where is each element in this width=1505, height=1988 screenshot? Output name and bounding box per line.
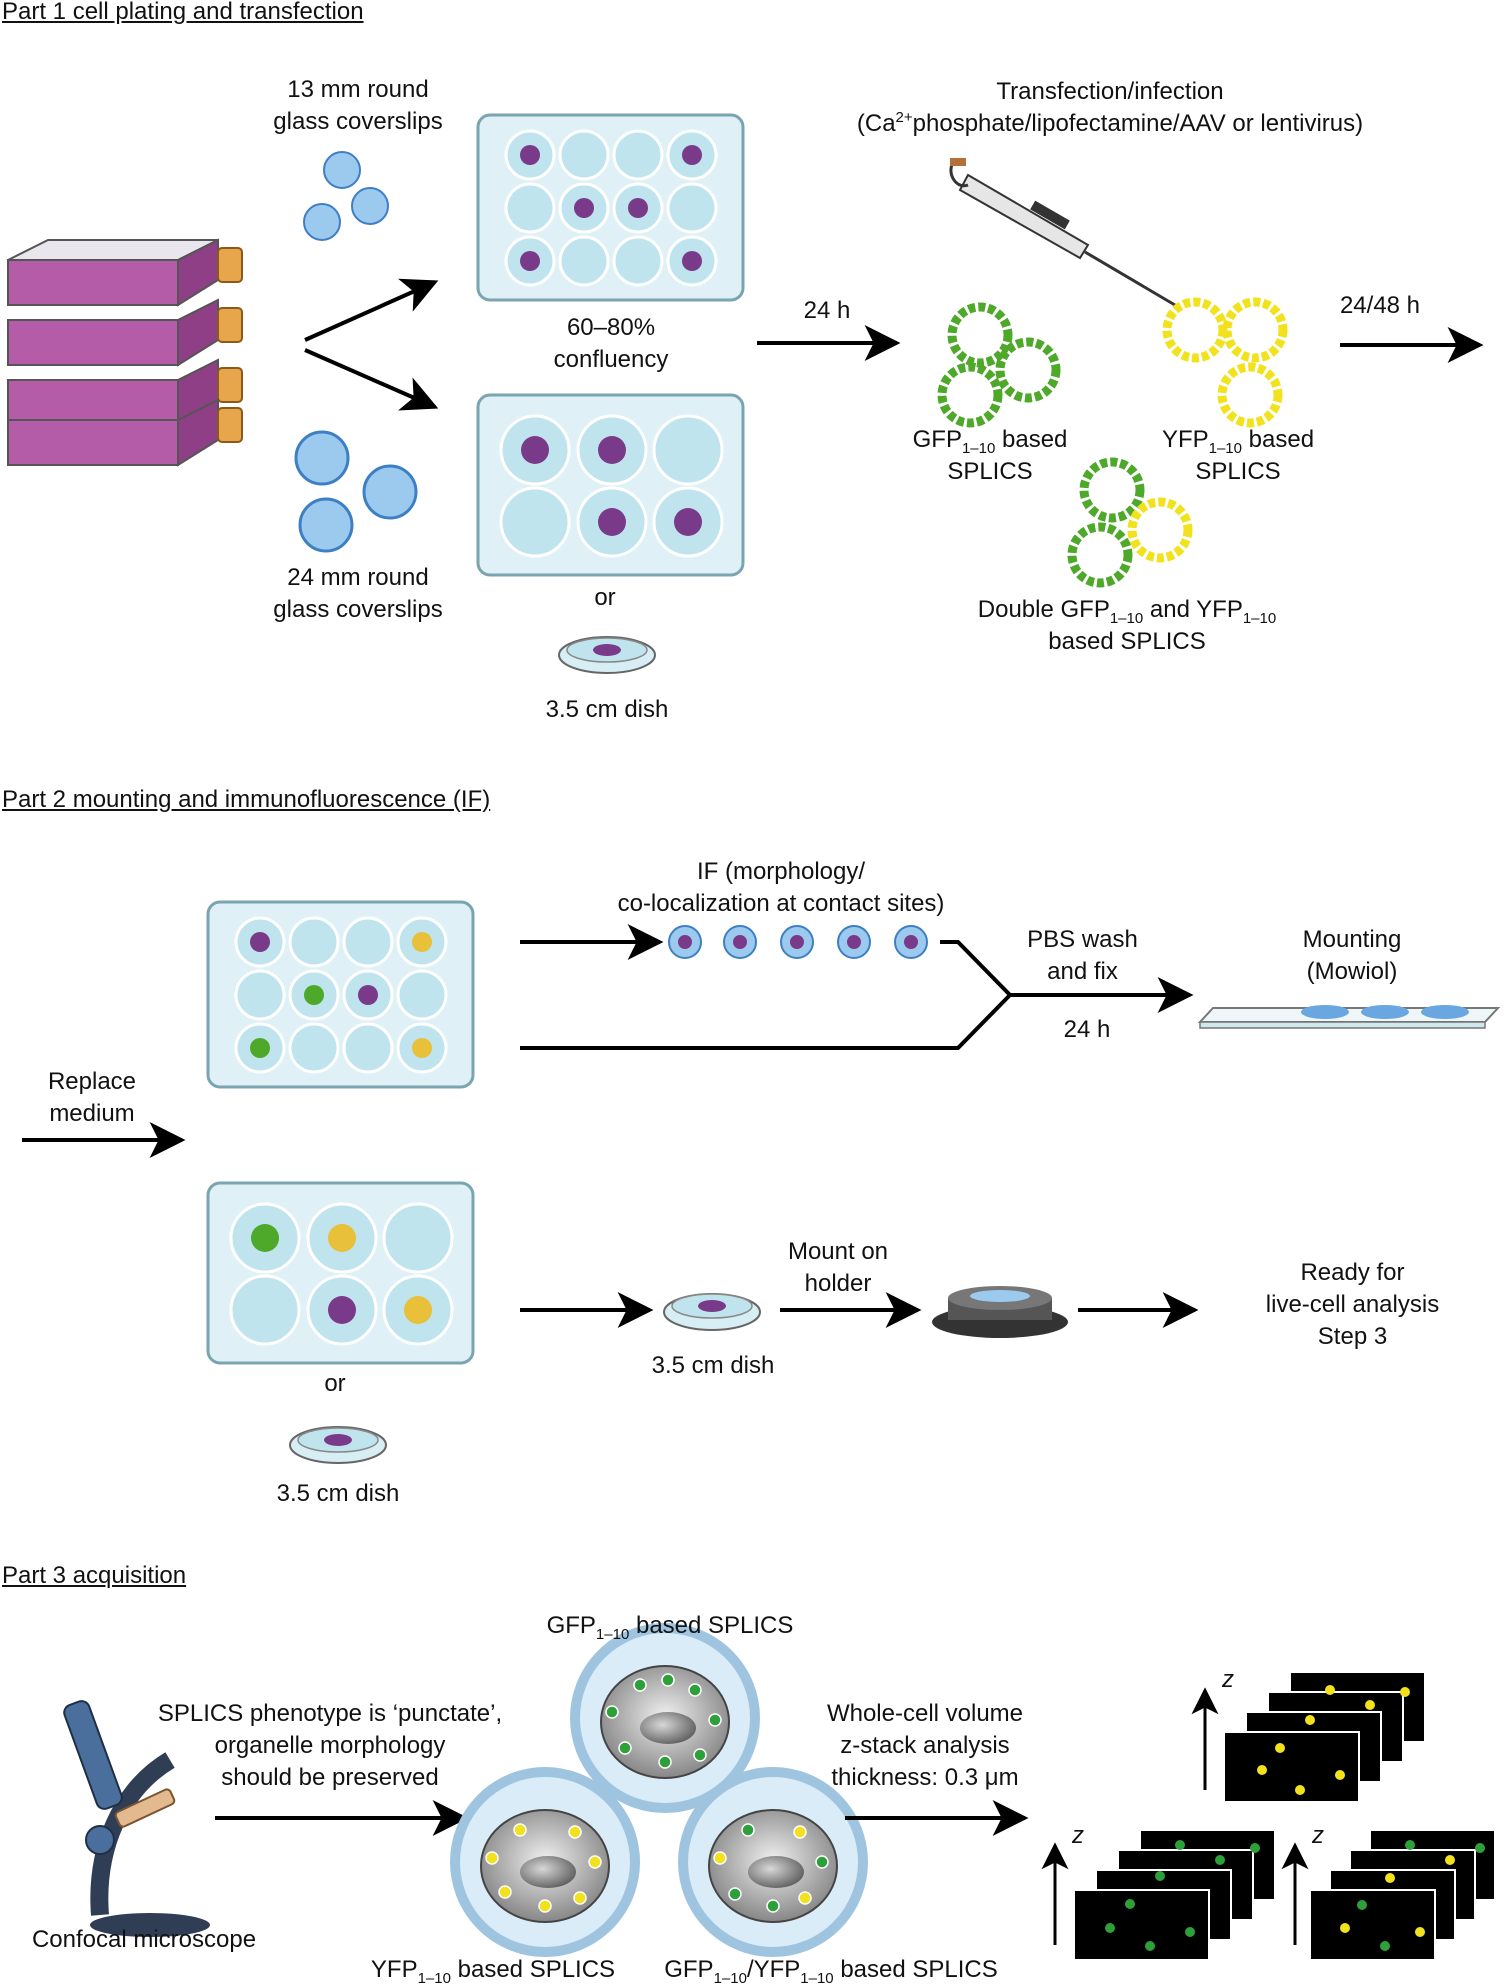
if-label: IF (morphology/co-localization at contac… bbox=[617, 858, 945, 917]
z-axis-label-left: z bbox=[1072, 1822, 1084, 1849]
plate-12-well-part1 bbox=[476, 113, 745, 302]
mounting-slide bbox=[1197, 1005, 1501, 1029]
gfp-cell bbox=[570, 1623, 760, 1813]
culture-flasks bbox=[7, 238, 243, 467]
if-branch bbox=[520, 924, 1194, 1050]
fork-arrows-part1 bbox=[304, 278, 439, 411]
gfp-cell-label: GFP1–10 based SPLICS bbox=[546, 1612, 794, 1643]
double-cell-label: GFP1–10/YFP1–10 based SPLICS bbox=[664, 1956, 998, 1987]
dish-part2-mid bbox=[663, 1293, 761, 1331]
gfp-splics-label: GFP1–10 based SPLICS bbox=[912, 426, 1068, 485]
phenotype-label: SPLICS phenotype is ‘punctate’,organelle… bbox=[157, 1700, 503, 1791]
holder-icon bbox=[932, 1286, 1068, 1338]
plate-6-well-part2 bbox=[206, 1181, 475, 1365]
time-24-48h: 24/48 h bbox=[1339, 292, 1421, 319]
zstack-yellow bbox=[1191, 1671, 1426, 1803]
mounting-label: Mounting(Mowiol) bbox=[1302, 926, 1402, 985]
z-axis-label-right: z bbox=[1312, 1822, 1324, 1849]
dish-label-part1: 3.5 cm dish bbox=[545, 696, 669, 723]
yfp-splics-rings bbox=[1162, 297, 1288, 428]
time-24h-part1: 24 h bbox=[803, 297, 851, 324]
dish-part2-left bbox=[289, 1426, 387, 1464]
yfp-splics-label: YFP1–10 based SPLICS bbox=[1161, 426, 1315, 485]
gfp-splics-rings bbox=[937, 302, 1061, 428]
dish-label-part2-left: 3.5 cm dish bbox=[276, 1480, 400, 1507]
dish-part1 bbox=[558, 636, 656, 674]
plate-6-well-part1 bbox=[476, 393, 745, 577]
microscope-label: Confocal microscope bbox=[31, 1926, 257, 1953]
dish-label-part2-mid: 3.5 cm dish bbox=[651, 1352, 775, 1379]
double-splics-label: Double GFP1–10 and YFP1–10 based SPLICS bbox=[977, 596, 1277, 655]
z-axis-label-top: z bbox=[1222, 1666, 1234, 1693]
double-cell bbox=[678, 1767, 868, 1957]
zstack-double bbox=[1281, 1829, 1496, 1961]
confluency-label: 60–80%confluency bbox=[553, 314, 669, 373]
time-24h-part2: 24 h bbox=[1063, 1016, 1111, 1043]
pipette-icon bbox=[949, 158, 1181, 310]
zstack-green bbox=[1041, 1829, 1276, 1961]
or-label-part1: or bbox=[594, 584, 616, 611]
transfection-label: Transfection/infection (Ca2+phosphate/li… bbox=[856, 78, 1364, 137]
plate-12-well-part2 bbox=[206, 900, 475, 1089]
coverslips-24mm bbox=[294, 430, 418, 553]
yfp-cell bbox=[450, 1767, 640, 1957]
part1-title: Part 1 cell plating and transfection bbox=[2, 0, 364, 25]
part2-title: Part 2 mounting and immunofluorescence (… bbox=[2, 786, 491, 813]
or-label-part2: or bbox=[324, 1370, 346, 1397]
yfp-cell-label: YFP1–10 based SPLICS bbox=[370, 1956, 616, 1987]
double-splics-rings bbox=[1067, 457, 1193, 588]
part3-title: Part 3 acquisition bbox=[2, 1562, 187, 1589]
microscope-icon bbox=[63, 1700, 210, 1937]
coverslips-13mm bbox=[303, 151, 389, 241]
